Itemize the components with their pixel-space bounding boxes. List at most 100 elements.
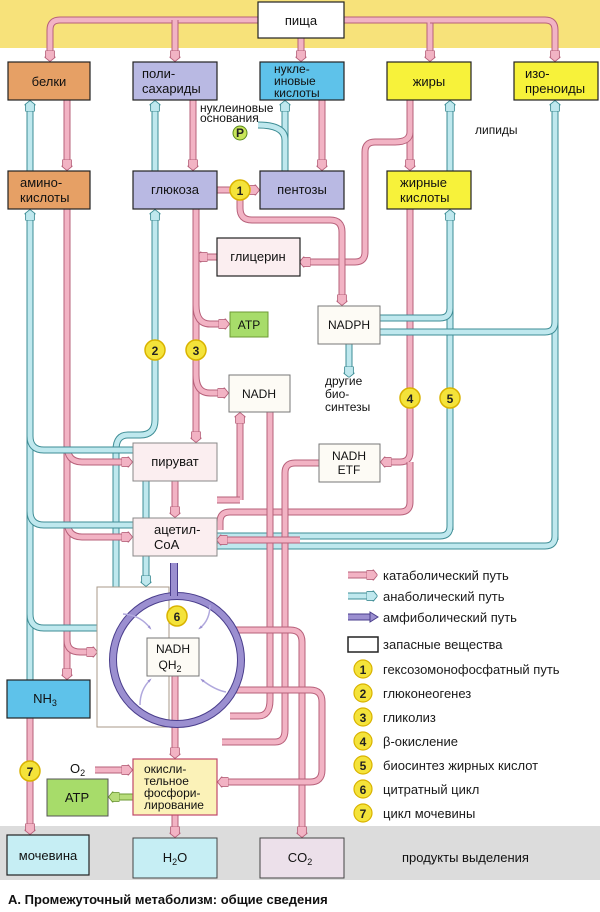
step-marker-label: 6	[174, 610, 181, 624]
path-pyruvate-amino	[27, 435, 133, 453]
node-polysaccharides: поли- сахариды	[132, 61, 218, 101]
path-cycle-oxphos	[223, 687, 325, 782]
path-food-isoprenoids	[430, 17, 555, 56]
legend-item-number: 4	[360, 735, 367, 749]
legend-catabolic: катаболический путь	[383, 568, 509, 583]
step-marker-4: 4	[399, 387, 421, 409]
path-nadh-down-outline	[230, 412, 274, 720]
node-glucose: глюкоза	[132, 170, 218, 210]
node-fats: жиры	[386, 61, 472, 101]
step-marker-1: 1	[229, 179, 251, 201]
path-nadph-iso	[380, 321, 558, 335]
path-glycolysis-atp	[193, 304, 224, 324]
ox-phos-label-1: окисли-	[144, 762, 186, 776]
co2-subscript: 2	[307, 857, 312, 867]
node-fatty-acids: жирные кислоты	[386, 170, 472, 210]
node-oxidative-phosphorylation: окисли- тельное фосфори- лирование	[132, 758, 218, 816]
legend-item-number: 1	[360, 663, 367, 677]
node-proteins: белки	[7, 61, 91, 101]
legend-item-label: гексозомонофосфатный путь	[383, 662, 560, 677]
legend-item-2: 2 глюконеогенез	[353, 683, 471, 703]
figure-caption: А. Промежуточный метаболизм: общие сведе…	[8, 892, 328, 907]
step-marker-2: 2	[144, 339, 166, 361]
node-nh3: NH3	[6, 679, 91, 719]
path-fats-glycerol	[305, 131, 413, 262]
nh3-label: NH	[33, 691, 52, 706]
other-biosynthesis-label-2: био-	[325, 387, 349, 401]
svg-text:H2O: H2O	[163, 850, 188, 867]
o2-label: O2	[70, 761, 85, 778]
path-cycle-amino	[27, 613, 97, 631]
legend-storage: запасные вещества	[383, 637, 503, 652]
step-marker-5: 5	[439, 387, 461, 409]
path-gluconeo-lower	[113, 419, 158, 700]
legend-item-label: гликолиз	[383, 710, 436, 725]
path-nadh-down	[230, 412, 273, 719]
node-amino-acids-label-1: амино-	[20, 175, 62, 190]
legend-item-number: 5	[360, 759, 367, 773]
node-isoprenoids-label-1: изо-	[525, 66, 550, 81]
node-fats-label: жиры	[413, 74, 446, 89]
excretion-products-label: продукты выделения	[402, 850, 529, 865]
step-marker-label: 4	[407, 392, 414, 406]
path-food-proteins	[50, 17, 258, 56]
step-marker-label: 1	[237, 184, 244, 198]
legend-step-items: 1 гексозомонофосфатный путь 2 глюконеогенез…	[353, 659, 560, 823]
legend-item-label: цикл мочевины	[383, 806, 475, 821]
node-polysaccharides-label-1: поли-	[142, 66, 175, 81]
node-food: пища	[257, 1, 345, 39]
lipids-label: липиды	[475, 123, 518, 137]
node-glycerol-label: глицерин	[230, 249, 286, 264]
path-beta-acetyl	[217, 462, 413, 530]
legend-item-label: биосинтез жирных кислот	[383, 758, 538, 773]
step-marker-7: 7	[19, 760, 41, 782]
path-amino-cycle	[64, 639, 92, 652]
water-label-tail: O	[177, 850, 187, 865]
node-nadh-etf: NADH ETF	[318, 443, 381, 483]
node-nadh-etf-label-2: ETF	[338, 463, 361, 477]
path-acetyl-fa	[217, 525, 453, 539]
node-nucleic-acids-label-1: нукле-	[274, 62, 310, 76]
co2-label: CO	[288, 850, 308, 865]
legend-item-number: 2	[360, 687, 367, 701]
node-glucose-label: глюкоза	[151, 182, 200, 197]
node-urea-label: мочевина	[19, 848, 78, 863]
node-urea: мочевина	[6, 834, 90, 876]
path-beta-oxidation	[386, 209, 413, 462]
legend-item-5: 5 биосинтез жирных кислот	[353, 755, 538, 775]
node-polysaccharides-label-2: сахариды	[142, 81, 201, 96]
step-marker-label: 2	[152, 344, 159, 358]
other-biosynthesis-label-1: другие	[325, 374, 363, 388]
node-glycerol: глицерин	[216, 237, 301, 277]
step-marker-6: 6	[166, 605, 188, 627]
node-nadph: NADPH	[317, 305, 381, 345]
step-marker-label: 7	[27, 765, 34, 779]
node-co2: CO2	[259, 837, 345, 879]
node-cycle-nadh-qh2: NADH QH2	[146, 637, 200, 677]
path-acetyl-iso2	[217, 535, 558, 549]
path-acetyl-amino	[27, 510, 133, 528]
cycle-nadh-label: NADH	[156, 642, 190, 656]
node-acetyl-coa-label-1: ацетил-	[154, 522, 200, 537]
node-nadh-label: NADH	[242, 387, 276, 401]
node-nucleic-acids-label-2: иновые	[274, 74, 316, 88]
legend: катаболический путь анаболический путь а…	[347, 568, 560, 823]
ox-phos-label-4: лирование	[144, 798, 204, 812]
phosphate-marker: P	[232, 125, 248, 141]
node-isoprenoids: изо- преноиды	[513, 61, 599, 101]
legend-item-label: цитратный цикл	[383, 782, 479, 797]
legend-item-label: глюконеогенез	[383, 686, 471, 701]
node-acetyl-coa: ацетил- CoA	[132, 517, 218, 557]
node-nucleic-acids: нукле- иновые кислоты	[259, 61, 345, 101]
node-proteins-label: белки	[32, 74, 67, 89]
node-atp-bottom: ATP	[46, 778, 109, 817]
cycle-qh2-label: QH	[158, 658, 176, 672]
nucleobases-label-2: основания	[200, 111, 259, 125]
water-subscript: 2	[172, 857, 177, 867]
node-water: H2O	[132, 837, 218, 879]
